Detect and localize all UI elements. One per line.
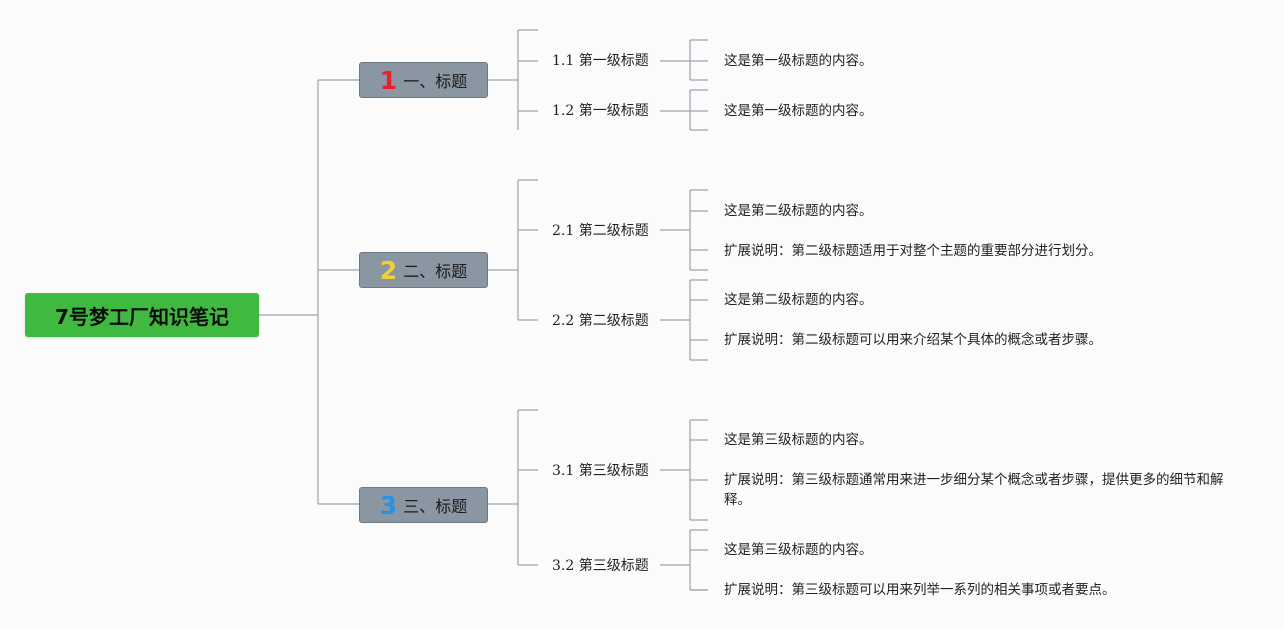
leaf-2-2-2[interactable]: 扩展说明：第二级标题可以用来介绍某个具体的概念或者步骤。 — [724, 332, 1102, 348]
subtopic-3-2[interactable]: 3.2 第三级标题 — [552, 558, 649, 574]
topic-node-2[interactable]: 2 二、标题 — [359, 252, 488, 288]
subtopic-1-2[interactable]: 1.2 第一级标题 — [552, 103, 649, 119]
leaf-2-2-1[interactable]: 这是第二级标题的内容。 — [724, 292, 873, 308]
subtopic-2-1[interactable]: 2.1 第二级标题 — [552, 223, 649, 239]
leaf-3-2-2[interactable]: 扩展说明：第三级标题可以用来列举一系列的相关事项或者要点。 — [724, 582, 1116, 598]
subtopic-3-1[interactable]: 3.1 第三级标题 — [552, 463, 649, 479]
leaf-3-2-1[interactable]: 这是第三级标题的内容。 — [724, 542, 873, 558]
topic-node-3[interactable]: 3 三、标题 — [359, 487, 488, 523]
root-label: 7号梦工厂知识笔记 — [55, 304, 229, 329]
topic-label: 三、标题 — [403, 497, 468, 516]
subtopic-1-1[interactable]: 1.1 第一级标题 — [552, 53, 649, 69]
leaf-2-1-1[interactable]: 这是第二级标题的内容。 — [724, 203, 873, 219]
number-one-icon: 1 — [379, 65, 398, 95]
leaf-3-1-1[interactable]: 这是第三级标题的内容。 — [724, 432, 873, 448]
leaf-1-2-1[interactable]: 这是第一级标题的内容。 — [724, 103, 873, 119]
number-two-icon: 2 — [379, 255, 398, 285]
leaf-3-1-2[interactable]: 扩展说明：第三级标题通常用来进一步细分某个概念或者步骤，提供更多的细节和解释。 — [724, 472, 1224, 508]
topic-label: 二、标题 — [403, 262, 468, 281]
leaf-1-1-1[interactable]: 这是第一级标题的内容。 — [724, 53, 873, 69]
topic-node-1[interactable]: 1 一、标题 — [359, 62, 488, 98]
subtopic-2-2[interactable]: 2.2 第二级标题 — [552, 313, 649, 329]
number-three-icon: 3 — [379, 490, 398, 520]
leaf-2-1-2[interactable]: 扩展说明：第二级标题适用于对整个主题的重要部分进行划分。 — [724, 243, 1102, 259]
topic-label: 一、标题 — [403, 72, 468, 91]
root-node[interactable]: 7号梦工厂知识笔记 — [25, 293, 259, 337]
